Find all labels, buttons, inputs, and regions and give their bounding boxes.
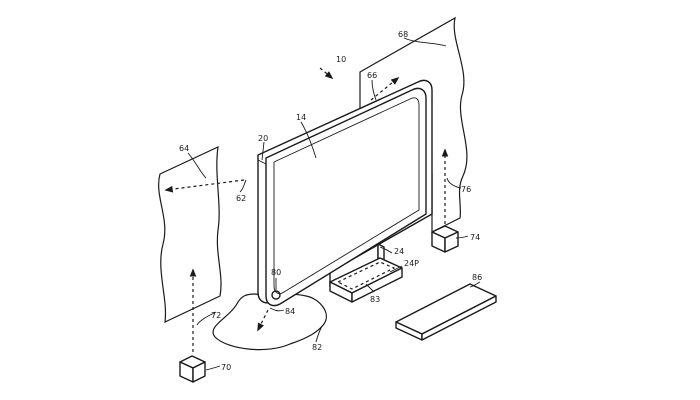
cube-right xyxy=(431,225,459,253)
label-housing-edge: 20 xyxy=(258,134,268,143)
ground-projection xyxy=(212,293,327,351)
label-left-surface: 64 xyxy=(179,144,189,153)
sensor-port xyxy=(271,290,281,300)
left-emission-arrow xyxy=(164,179,245,193)
label-stand-pad: 83 xyxy=(370,295,380,304)
label-keyboard: 86 xyxy=(472,273,482,282)
label-port-emission: 84 xyxy=(285,307,295,316)
label-cube-left: 70 xyxy=(221,363,231,372)
keyboard xyxy=(395,283,497,341)
stand-platform xyxy=(329,257,403,303)
label-cube-right-path: 76 xyxy=(461,185,471,194)
label-ground-projection: 82 xyxy=(312,343,322,352)
label-cube-right: 74 xyxy=(470,233,480,242)
emission-arrows xyxy=(164,67,449,352)
label-rear-emission: 66 xyxy=(367,71,377,80)
cube-left xyxy=(179,355,206,383)
system-pointer-arrow xyxy=(319,67,334,80)
monitor-body xyxy=(257,79,433,307)
label-system: 10 xyxy=(336,55,346,64)
port-emission-arrow xyxy=(257,309,269,332)
label-left-emission: 62 xyxy=(236,194,246,203)
label-display-screen: 14 xyxy=(296,113,306,122)
label-rear-wall: 68 xyxy=(398,30,408,39)
label-sensor-port: 80 xyxy=(271,268,281,277)
leader-lines xyxy=(187,37,481,371)
reference-labels: 10 14 20 64 62 66 68 76 74 24 24P 83 80 … xyxy=(179,30,482,372)
label-cube-left-path: 72 xyxy=(211,311,221,320)
left-surface xyxy=(158,145,222,324)
label-stand: 24 xyxy=(394,247,404,256)
label-stand-platform: 24P xyxy=(404,259,419,268)
